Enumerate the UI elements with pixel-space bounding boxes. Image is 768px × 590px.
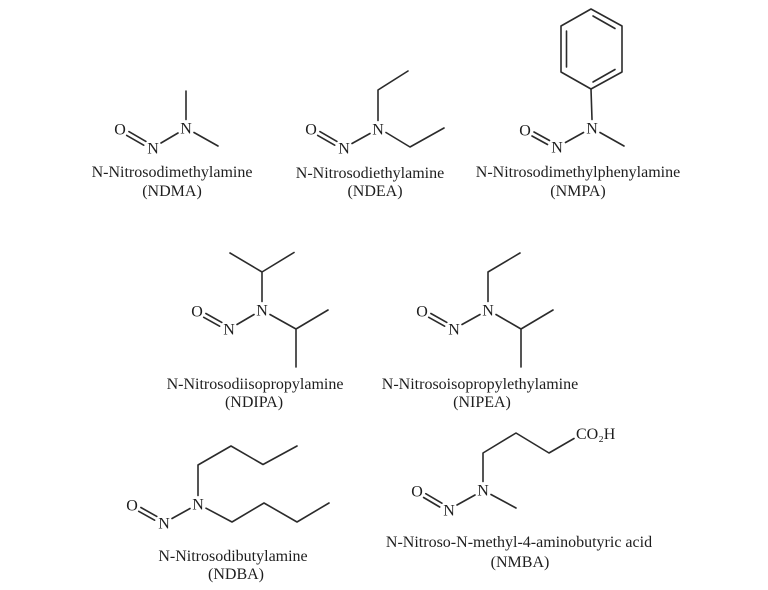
nmpa-name-label: N-Nitrosodimethylphenylamine [475,164,681,182]
ndea-amine-n-label: N [372,122,384,139]
ndipa-amine-n-label: N [256,303,268,320]
ndba-structure: O N N [126,445,330,533]
nmpa-amine-n-label: N [586,121,598,138]
nipea-bonds [427,252,554,368]
nipea-nitroso-n-label: N [448,322,460,339]
ndipa-bonds [202,251,329,368]
nipea-abbr-label: (NIPEA) [453,394,511,412]
ndipa-oxygen-label: O [191,304,203,321]
ndea-abbr-label: (NDEA) [347,183,403,201]
ndea-name-label: N-Nitrosodiethylamine [295,165,445,183]
nmba-bonds [422,432,575,509]
nmpa-benzene-ring [560,8,623,90]
nmba-nitroso-n-label: N [443,503,455,520]
ndba-bonds [137,445,330,523]
ndba-nitroso-n-label: N [158,516,170,533]
ndma-nitroso-n-label: N [147,141,159,158]
ndma-amine-n-label: N [180,121,192,138]
ndea-nitroso-n-label: N [338,141,350,158]
nmpa-oxygen-label: O [519,123,531,140]
ndba-abbr-label: (NDBA) [208,566,264,584]
nmba-amine-n-label: N [477,483,489,500]
nmba-carboxyl-label: CO₂H [576,426,616,443]
nmba-name-label: N-Nitroso-N-methyl-4-aminobutyric acid [385,534,653,552]
ndipa-nitroso-n-label: N [223,322,235,339]
nmpa-bonds [531,88,625,147]
ndea-bonds [316,70,445,148]
nmpa-abbr-label: (NMPA) [550,183,606,201]
ndba-amine-n-label: N [192,497,204,514]
nmba-oxygen-label: O [411,484,423,501]
ndma-abbr-label: (NDMA) [142,183,202,201]
nipea-structure: O N N [416,252,554,368]
ndipa-abbr-label: (NDIPA) [224,394,284,412]
nmba-abbr-label: (NMBA) [490,554,550,572]
ndba-oxygen-label: O [126,498,138,515]
nipea-name-label: N-Nitrosoisopropylethylamine [381,376,579,394]
nmba-structure: O N N CO₂H [411,426,616,520]
ndea-structure: O N N [305,70,445,158]
nipea-oxygen-label: O [416,304,428,321]
ndma-name-label: N-Nitrosodimethylamine [91,164,253,182]
ndma-bonds [125,90,219,147]
nipea-amine-n-label: N [482,303,494,320]
ndma-structure: O N N [114,90,219,158]
nmpa-nitroso-n-label: N [551,140,563,157]
ndipa-structure: O N N [191,251,329,368]
ndea-oxygen-label: O [305,122,317,139]
ndba-name-label: N-Nitrosodibutylamine [158,548,308,566]
ndma-oxygen-label: O [114,122,126,139]
nmpa-structure: O N N [519,8,625,157]
ndipa-name-label: N-Nitrosodiisopropylamine [166,376,344,394]
